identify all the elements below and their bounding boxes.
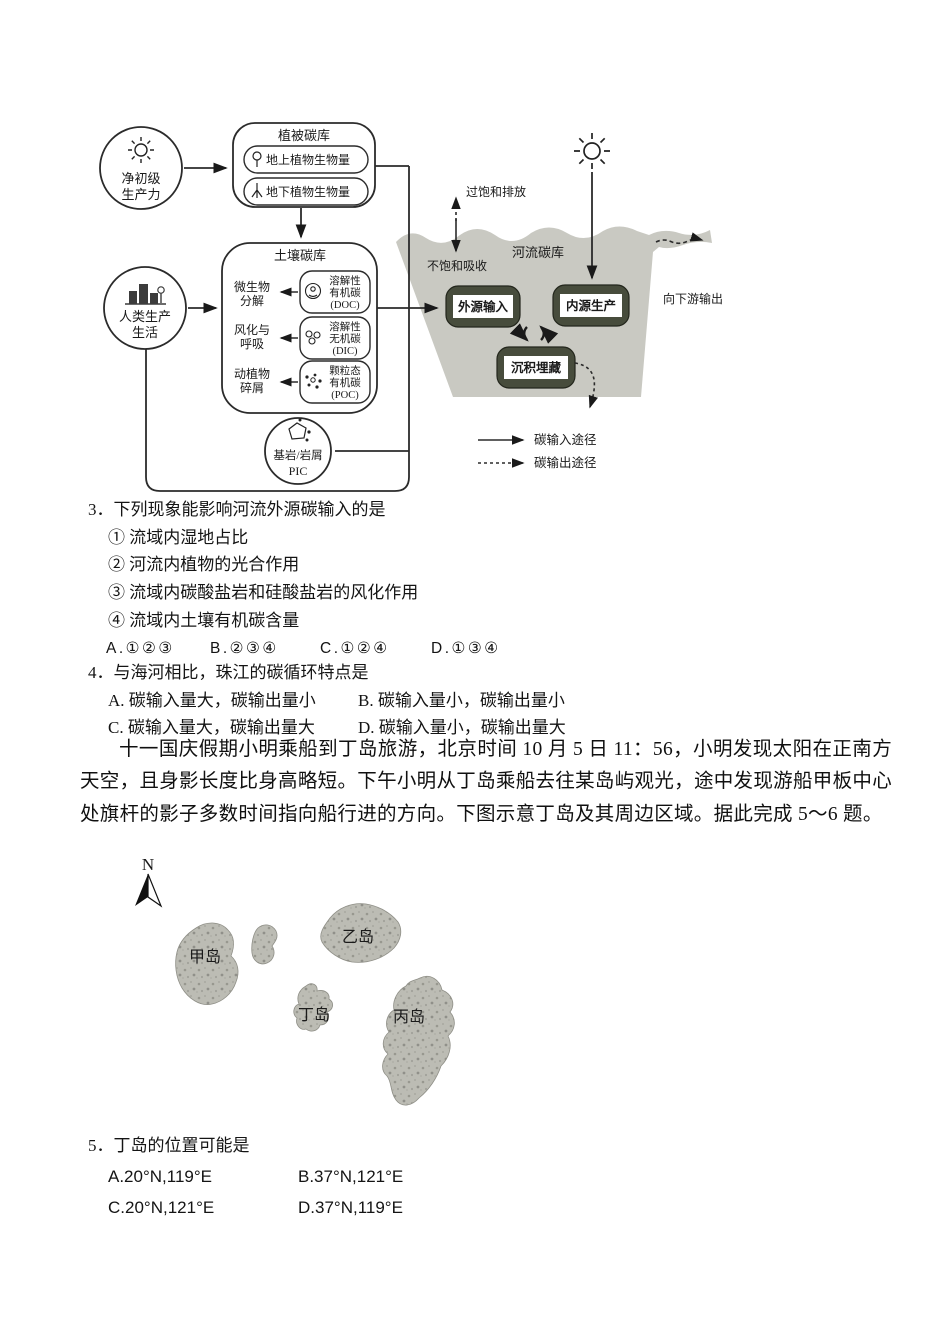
bedrock-label: PIC [289, 464, 308, 478]
island-ding-shape [293, 983, 333, 1032]
legend-input-label: 碳输入途径 [534, 432, 597, 447]
carbon-input-connectors [145, 162, 439, 492]
island-yi-shape [320, 903, 402, 963]
sediment-burial-box: 沉积埋藏 [496, 346, 576, 389]
option-c: C. 碳输入量大，碳输出量大 [108, 718, 315, 738]
internal-production-label: 内源生产 [566, 298, 616, 313]
soil-process-label: 动植物 [234, 366, 270, 381]
question-stem: 丁岛的位置可能是 [113, 1136, 250, 1155]
island-yi-label: 乙岛 [342, 928, 374, 946]
compass-label: N [142, 855, 154, 874]
doc-label: (DOC) [330, 300, 360, 311]
soil-pool-box: 土壤碳库 微生物 分解 风化与 呼吸 动植物 碎屑 溶解性 有机碳 (DOC) [221, 242, 378, 414]
question-item: ④ 流域内土壤有机碳含量 [108, 610, 300, 630]
human-label: 生活 [132, 325, 158, 340]
vegetation-pool-title: 植被碳库 [278, 128, 330, 143]
bedrock-label: 基岩/岩屑 [273, 448, 322, 462]
external-input-label: 外源输入 [457, 299, 509, 314]
rock-icon [288, 418, 311, 442]
dic-label: 无机碳 [329, 332, 361, 345]
legend-output-label: 碳输出途径 [534, 455, 597, 470]
islet-shape [251, 924, 278, 965]
vegetation-pool-box: 植被碳库 地上植物生物量 地下植物生物量 [232, 122, 376, 208]
option-d: D.①③④ [431, 639, 501, 657]
poc-label: (POC) [331, 390, 359, 401]
question-item: ① 流域内湿地占比 [108, 527, 249, 547]
npp-label: 净初级 [121, 171, 160, 186]
downstream-arrow [655, 232, 704, 245]
cycle-icon [509, 323, 559, 344]
soil-process-label: 碎屑 [240, 380, 264, 395]
diagram-legend: 碳输入途径 碳输出途径 [478, 432, 597, 470]
question-number: 3． [88, 500, 114, 519]
bedrock-node: 基岩/岩屑 PIC [264, 417, 332, 485]
option-c: C.20°N,121°E [108, 1198, 215, 1217]
poc-label: 颗粒态 [329, 364, 361, 377]
question-number: 5． [88, 1136, 114, 1155]
question-item: ② 河流内植物的光合作用 [108, 555, 300, 575]
option-b: B.37°N,121°E [298, 1167, 404, 1186]
sun-icon [574, 133, 610, 169]
oversaturation-label: 过饱和排放 [466, 184, 526, 199]
soil-process-label: 呼吸 [240, 337, 264, 351]
question-3: 3．下列现象能影响河流外源碳输入的是 ① 流域内湿地占比 ② 河流内植物的光合作… [80, 496, 908, 662]
dic-icon [305, 330, 321, 345]
reading-passage: 十一国庆假期小明乘船到丁岛旅游，北京时间 10 月 5 日 11：56，小明发现… [80, 739, 892, 825]
soil-process-label: 微生物 [234, 280, 270, 294]
doc-label: 有机碳 [329, 286, 361, 299]
option-b: B.②③④ [210, 639, 279, 657]
option-a: A. 碳输入量大，碳输出量小 [108, 690, 316, 710]
aboveground-biomass-label: 地上植物生物量 [266, 152, 350, 167]
option-a: A.20°N,119°E [108, 1167, 213, 1186]
downstream-label: 向下游输出 [663, 291, 723, 306]
doc-label: 溶解性 [329, 274, 361, 287]
question-4: 4．与海河相比，珠江的碳循环特点是 A. 碳输入量大，碳输出量小 B. 碳输入量… [80, 659, 908, 742]
doc-icon [304, 282, 322, 300]
island-ding-label: 丁岛 [298, 1006, 330, 1024]
question-stem: 与海河相比，珠江的碳循环特点是 [113, 663, 369, 682]
human-label: 人类生产 [119, 309, 171, 324]
external-input-box: 外源输入 [445, 285, 521, 328]
npp-label: 生产力 [121, 187, 160, 202]
internal-production-box: 内源生产 [552, 284, 630, 327]
option-d: D. 碳输入量小，碳输出量大 [358, 718, 566, 738]
soil-process-label: 分解 [240, 294, 264, 308]
dic-label: (DIC) [332, 346, 358, 357]
island-jia-shape [175, 922, 239, 1005]
sun-icon [128, 137, 154, 163]
option-b: B. 碳输入量小，碳输出量小 [358, 690, 565, 710]
net-primary-productivity-node: 净初级 生产力 [99, 126, 183, 210]
soil-process-label: 风化与 [234, 323, 270, 337]
soil-pool-title: 土壤碳库 [274, 248, 326, 263]
island-map: N 甲岛 乙岛 丙岛 丁岛 [135, 855, 455, 1106]
question-5: 5．丁岛的位置可能是 A.20°N,119°E B.37°N,121°E C.2… [80, 1130, 908, 1223]
question-stem: 下列现象能影响河流外源碳输入的是 [113, 500, 386, 519]
human-activity-node: 人类生产 生活 [103, 266, 187, 350]
option-a: A.①②③ [106, 639, 175, 657]
undersaturation-label: 不饱和吸收 [427, 258, 487, 273]
option-c: C.①②④ [320, 639, 390, 657]
question-number: 4． [88, 663, 114, 682]
island-jia-label: 甲岛 [189, 948, 221, 966]
belowground-biomass-label: 地下植物生物量 [266, 184, 350, 199]
compass-arrow-icon [135, 874, 148, 906]
tree-icon [252, 151, 262, 167]
soil-internal-arrows [279, 287, 298, 387]
compass-arrow-icon [147, 873, 163, 908]
dic-label: 溶解性 [329, 320, 361, 333]
option-d: D.37°N,119°E [298, 1198, 403, 1217]
city-icon [125, 284, 166, 305]
island-bing-label: 丙岛 [393, 1008, 425, 1026]
river-pool-label: 河流碳库 [512, 245, 564, 260]
sediment-burial-label: 沉积埋藏 [511, 360, 562, 375]
question-item: ③ 流域内碳酸盐岩和硅酸盐岩的风化作用 [108, 583, 419, 603]
poc-icon [305, 373, 322, 389]
carbon-cycle-diagram: 净初级 生产力 人类生产 生活 植被碳库 地上植物生物量 [99, 122, 723, 492]
poc-label: 有机碳 [329, 376, 361, 389]
root-icon [251, 183, 263, 198]
burial-output-arrow [574, 362, 598, 409]
island-bing-shape [382, 975, 455, 1106]
compass-north: N [135, 855, 163, 908]
